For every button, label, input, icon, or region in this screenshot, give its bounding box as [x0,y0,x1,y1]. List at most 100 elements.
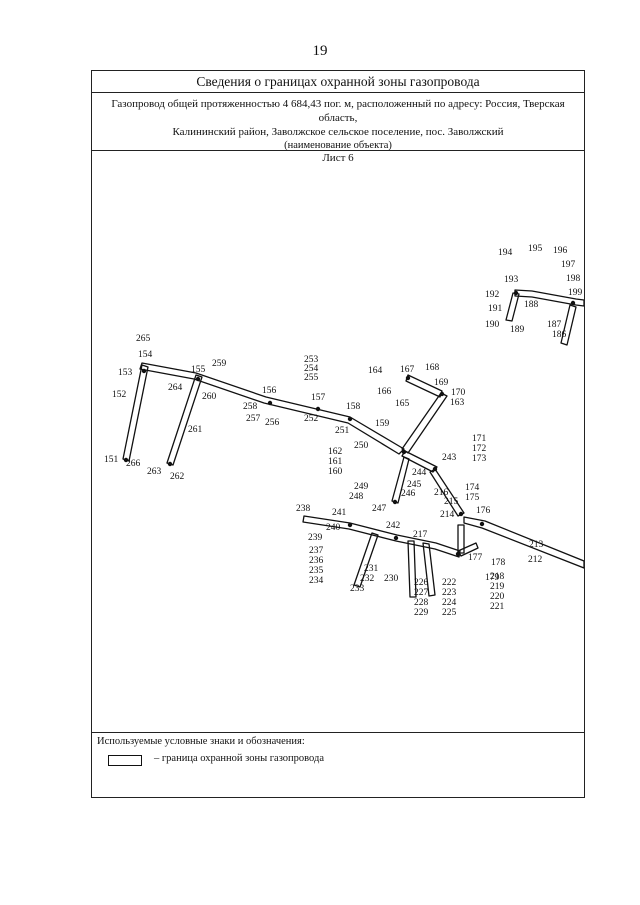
point-marker [315,406,321,412]
point-label: 259 [212,359,227,369]
point-label: 221 [490,602,505,612]
point-label: 246 [401,489,416,499]
point-label: 261 [188,425,203,435]
point-label: 172 [472,444,487,454]
point-label: 260 [202,392,217,402]
point-label: 217 [413,530,428,540]
point-label: 216 [434,488,449,498]
point-label: 174 [465,483,480,493]
point-label: 224 [442,598,457,608]
point-label: 229 [414,608,429,618]
zone-strip [560,304,577,346]
point-label: 177 [468,553,483,563]
point-label: 159 [375,419,390,429]
legend-title: Используемые условные знаки и обозначени… [97,736,305,747]
point-marker [347,522,353,528]
zone-corridor [139,362,405,455]
point-label: 258 [243,402,258,412]
zone-drop [407,540,417,598]
point-label: 243 [442,453,457,463]
point-label: 195 [528,244,543,254]
point-label: 214 [440,510,455,520]
point-label: 235 [309,566,324,576]
point-marker [455,551,461,557]
point-label: 160 [328,467,343,477]
point-marker [195,376,201,382]
point-label: 186 [552,330,567,340]
point-label: 152 [112,390,127,400]
point-marker [405,375,411,381]
point-label: 212 [528,555,543,565]
point-label: 253 [304,355,319,365]
point-label: 161 [328,457,343,467]
point-marker [432,466,438,472]
legend-item-label: – граница охранной зоны газопровода [154,753,325,764]
point-label: 245 [407,480,422,490]
point-marker [123,457,129,463]
point-label: 249 [354,482,369,492]
point-label: 170 [451,388,466,398]
point-label: 153 [118,368,133,378]
point-label: 193 [504,275,519,285]
document-title: Сведения о границах охранной зоны газопр… [92,71,584,93]
point-label: 194 [498,248,513,258]
point-label: 237 [309,546,324,556]
point-label: 151 [104,455,119,465]
point-label: 189 [510,325,525,335]
document-frame: Сведения о границах охранной зоны газопр… [91,70,585,798]
sheet-label: Лист 6 [322,152,354,164]
boundary-point-markers [123,290,576,557]
point-label: 166 [377,387,392,397]
point-label: 173 [472,454,487,464]
zone-boundary-swatch [108,755,142,766]
legend: Используемые условные знаки и обозначени… [92,732,584,798]
point-label: 197 [561,260,576,270]
point-label: 198 [566,274,581,284]
point-label: 240 [326,523,341,533]
point-label: 179 [485,573,500,583]
object-description: Газопровод общей протяженностью 4 684,43… [92,93,584,151]
point-label: 169 [434,378,449,388]
point-label: 222 [442,578,457,588]
point-marker [513,290,519,296]
point-marker [458,511,464,517]
point-label: 225 [442,608,457,618]
point-marker [570,300,576,306]
point-marker [167,461,173,467]
point-label: 199 [568,288,583,298]
point-label: 266 [126,459,141,469]
point-label: 190 [485,320,500,330]
point-label: 227 [414,588,429,598]
point-label: 257 [246,414,261,424]
point-label: 167 [400,365,415,375]
point-marker [401,449,407,455]
point-label: 262 [170,472,185,482]
point-label: 157 [311,393,326,403]
point-label: 155 [191,365,206,375]
point-label: 215 [444,497,459,507]
point-label: 191 [488,304,503,314]
point-label: 238 [296,504,311,514]
point-marker [392,499,398,505]
page-number: 19 [312,43,328,59]
point-label: 188 [524,300,539,310]
zone-drop [457,524,465,554]
point-label: 163 [450,398,465,408]
point-label: 254 [304,364,319,374]
point-marker [141,368,147,374]
zone-corridor [302,515,461,558]
point-label: 265 [136,334,151,344]
zone-branch [401,450,438,473]
point-label: 230 [384,574,399,584]
point-label: 162 [328,447,343,457]
point-marker [267,400,273,406]
point-label: 228 [414,598,429,608]
point-label: 171 [472,434,487,444]
zone-corridor [514,289,584,307]
point-label: 192 [485,290,500,300]
point-marker [393,535,399,541]
point-label: 256 [265,418,280,428]
point-label: 263 [147,467,162,477]
point-label: 219 [490,582,505,592]
point-label: 218 [490,572,505,582]
